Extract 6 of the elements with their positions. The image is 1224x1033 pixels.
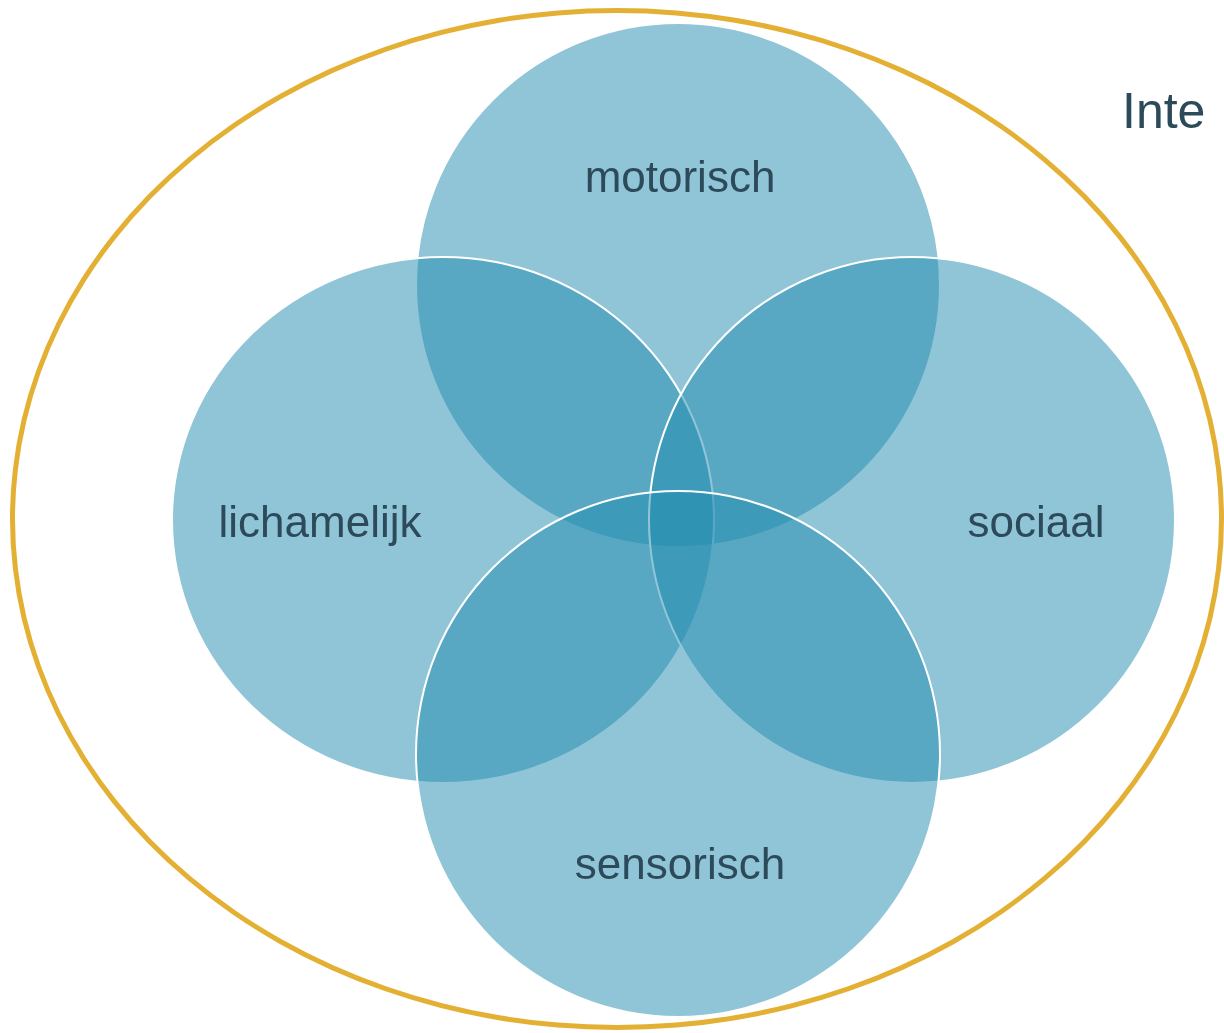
circle-label: sensorisch [574,842,786,886]
circle-label: sociaal [967,500,1105,544]
circle-label: motorisch [584,155,776,199]
outer-ellipse [10,8,1224,1030]
heading-text: Inte [1122,86,1206,136]
circle-label: lichamelijk [218,500,422,544]
